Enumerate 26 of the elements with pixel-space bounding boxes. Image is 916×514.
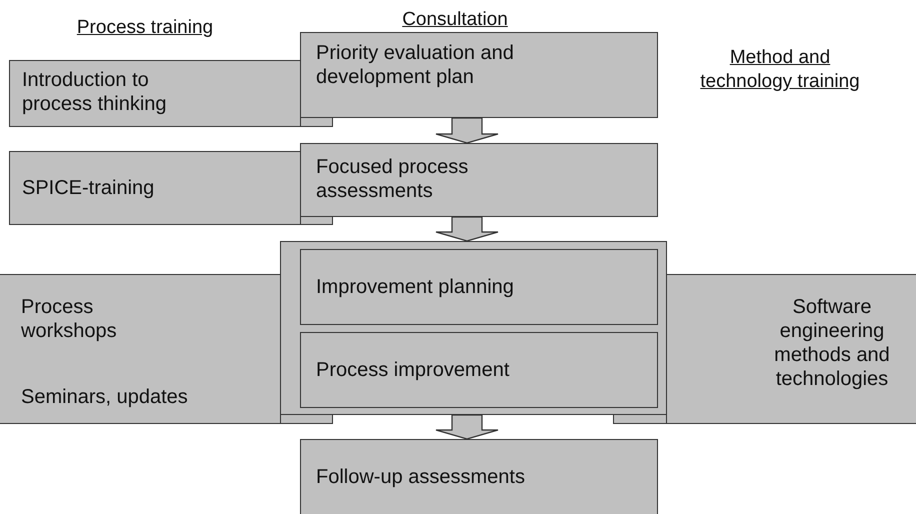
box-text: Seminars, updates <box>21 385 189 409</box>
process-box <box>0 274 281 424</box>
process-box <box>300 332 658 408</box>
box-text: Follow-up assessments <box>316 465 526 489</box>
column-heading: Consultation <box>401 8 509 32</box>
box-text: SPICE-training <box>22 176 156 200</box>
box-text: Process improvement <box>316 358 510 382</box>
column-heading: Process training <box>76 16 214 40</box>
column-heading: Method and technology training <box>699 46 861 94</box>
box-text: Software engineering methods and technologies <box>773 295 891 391</box>
box-text: Introduction to process thinking <box>22 68 168 116</box>
process-box <box>300 143 658 217</box>
box-text: Process workshops <box>21 295 118 343</box>
process-box <box>300 32 658 118</box>
process-box <box>300 249 658 325</box>
group-frame <box>280 241 667 415</box>
block-arrow <box>435 117 499 144</box>
process-box <box>9 151 301 225</box>
process-box <box>666 274 916 424</box>
box-text: Priority evaluation and development plan <box>316 41 515 89</box>
process-box <box>9 60 301 127</box>
block-arrow <box>435 216 499 242</box>
box-text: Focused process assessments <box>316 155 470 203</box>
box-text: Improvement planning <box>316 275 515 299</box>
block-arrow <box>435 414 499 440</box>
process-box <box>300 439 658 514</box>
